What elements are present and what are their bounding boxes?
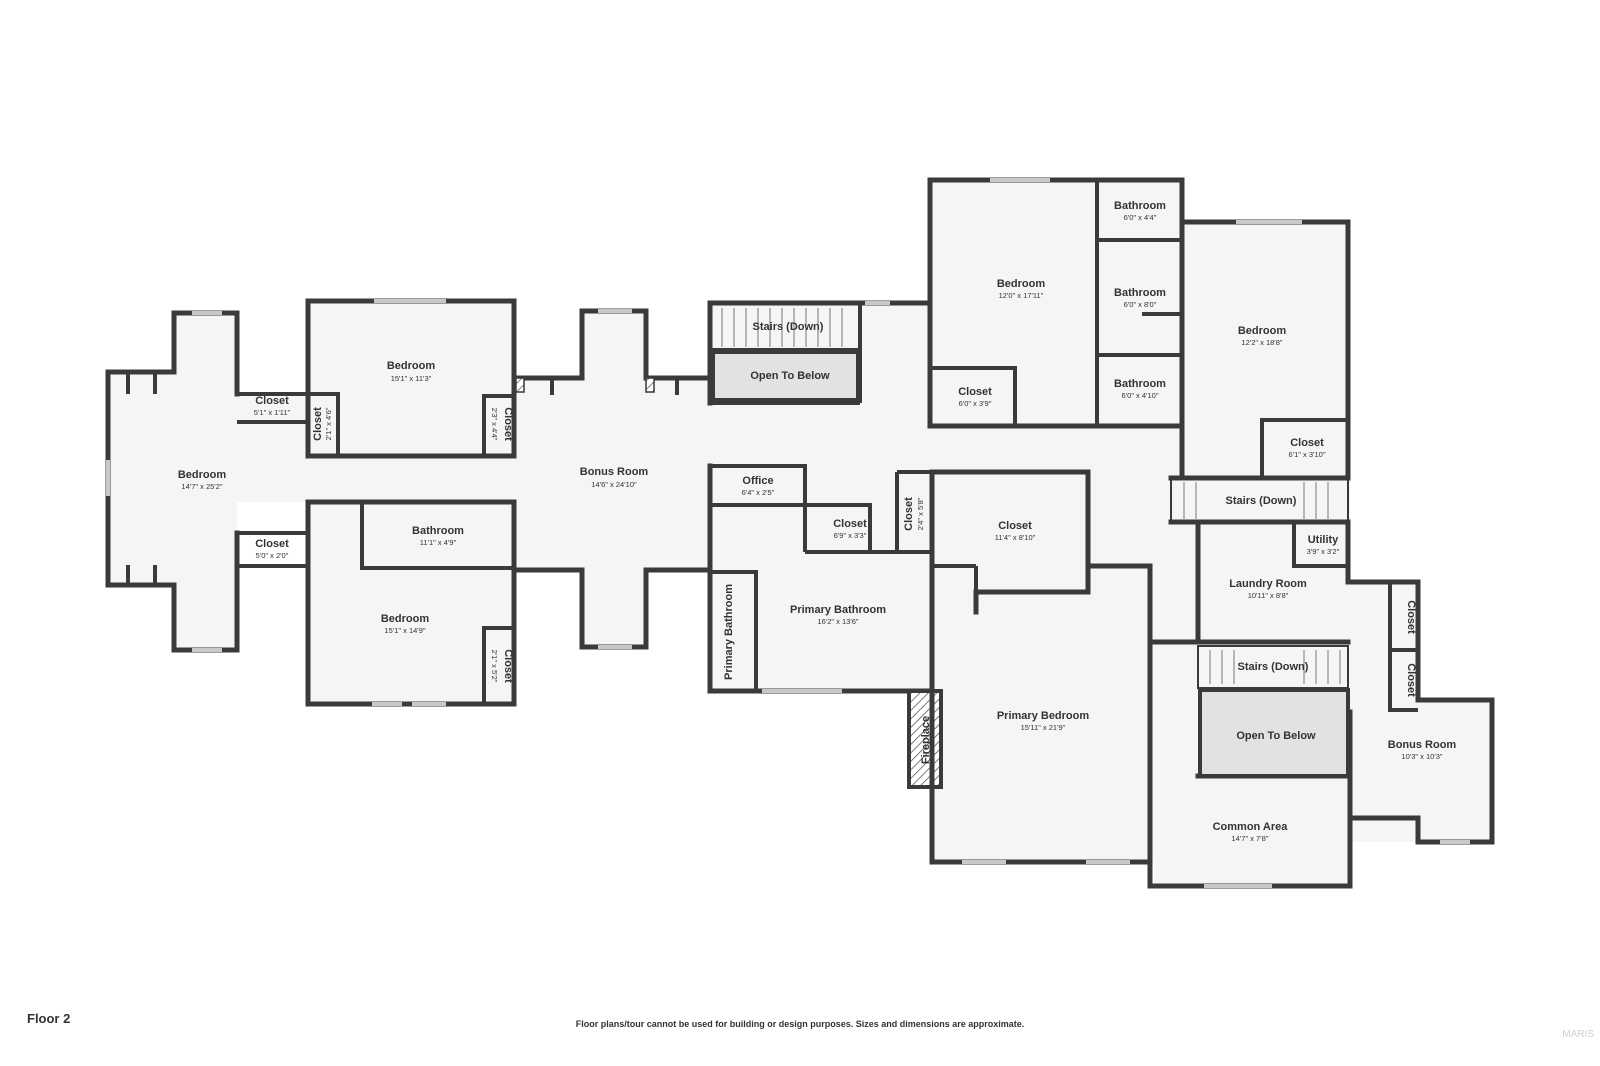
room-name: Primary Bedroom	[997, 710, 1090, 722]
room-name: Bonus Room	[1388, 739, 1457, 751]
room-name: Bedroom	[1238, 325, 1287, 337]
room-name: Common Area	[1213, 821, 1289, 833]
room-name: Closet	[998, 520, 1032, 532]
room-name: Closet	[502, 649, 514, 683]
room-name: Open To Below	[750, 370, 830, 382]
room-name: Closet	[958, 386, 992, 398]
windows	[106, 178, 1470, 888]
floor-label: Floor 2	[27, 1011, 71, 1026]
room-dimensions: 10'11" x 8'8"	[1248, 591, 1289, 600]
room-name: Closet	[255, 538, 289, 550]
room-dimensions: 2'1" x 5'2"	[490, 650, 499, 683]
room-name: Stairs (Down)	[1226, 495, 1297, 507]
room-dimensions: 10'3" x 10'3"	[1401, 752, 1442, 761]
room-fills	[108, 180, 1492, 886]
room-dimensions: 12'0" x 17'11"	[999, 291, 1044, 300]
room-dimensions: 6'1" x 3'10"	[1289, 450, 1326, 459]
room-dimensions: 16'2" x 13'6"	[817, 617, 858, 626]
room-dimensions: 12'2" x 18'8"	[1241, 338, 1282, 347]
room-dimensions: 15'1" x 14'9"	[384, 626, 425, 635]
room-dimensions: 6'0" x 4'10"	[1122, 391, 1159, 400]
room-name: Primary Bathroom	[790, 604, 886, 616]
watermark: MARIS	[1562, 1029, 1594, 1040]
room-dimensions: 15'11" x 21'9"	[1021, 723, 1066, 732]
room-name: Bedroom	[387, 360, 436, 372]
room-dimensions: 14'6" x 24'10"	[591, 480, 637, 489]
room-name: Closet	[833, 518, 867, 530]
room-dimensions: 5'1" x 1'11"	[254, 408, 291, 417]
room-name: Fireplace	[920, 716, 932, 764]
room-dimensions: 15'1" x 11'3"	[391, 374, 432, 383]
room-name: Primary Bathroom	[723, 584, 735, 680]
room-name: Utility	[1308, 534, 1339, 546]
room-name: Bathroom	[1114, 287, 1166, 299]
room-name: Closet	[312, 407, 324, 441]
room-name: Office	[742, 475, 773, 487]
room-name: Laundry Room	[1229, 578, 1307, 590]
room-name: Bonus Room	[580, 466, 649, 478]
room-dimensions: 6'4" x 2'5"	[742, 488, 775, 497]
room-dimensions: 2'3" x 4'4"	[490, 408, 499, 441]
room-dimensions: 6'9" x 3'3"	[834, 531, 867, 540]
room-dimensions: 14'7" x 25'2"	[181, 482, 222, 491]
room-name: Closet	[1290, 437, 1324, 449]
room-name: Stairs (Down)	[1238, 661, 1309, 673]
room-name: Closet	[1405, 600, 1417, 634]
room-name: Bedroom	[997, 278, 1046, 290]
room-labels: Bedroom 14'7" x 25'2" Closet 5'1" x 1'11…	[178, 200, 1457, 843]
room-name: Bedroom	[381, 613, 430, 625]
room-dimensions: 2'1" x 4'6"	[324, 407, 333, 440]
room-dimensions: 5'0" x 2'0"	[256, 551, 289, 560]
room-dimensions: 2'4" x 5'8"	[916, 497, 925, 530]
room-name: Closet	[255, 395, 289, 407]
open-to-below-block-1	[711, 350, 860, 402]
room-dimensions: 6'0" x 3'9"	[959, 399, 992, 408]
open-to-below-block-2	[1198, 688, 1350, 778]
room-name: Stairs (Down)	[753, 321, 824, 333]
room-name: Open To Below	[1236, 730, 1316, 742]
room-dimensions: 6'0" x 4'4"	[1124, 213, 1157, 222]
stair-treads	[721, 308, 1341, 684]
room-dimensions: 11'4" x 8'10"	[995, 533, 1036, 542]
room-name: Bathroom	[412, 525, 464, 537]
room-name: Closet	[903, 497, 915, 531]
room-dimensions: 6'0" x 8'0"	[1124, 300, 1157, 309]
room-name: Closet	[502, 407, 514, 441]
room-dimensions: 3'9" x 3'2"	[1307, 547, 1340, 556]
room-dimensions: 11'1" x 4'9"	[420, 538, 457, 547]
room-name: Closet	[1405, 663, 1417, 697]
room-dimensions: 14'7" x 7'8"	[1232, 834, 1269, 843]
room-name: Bathroom	[1114, 200, 1166, 212]
room-name: Bedroom	[178, 469, 227, 481]
disclaimer-text: Floor plans/tour cannot be used for buil…	[575, 1019, 1025, 1029]
room-name: Bathroom	[1114, 378, 1166, 390]
